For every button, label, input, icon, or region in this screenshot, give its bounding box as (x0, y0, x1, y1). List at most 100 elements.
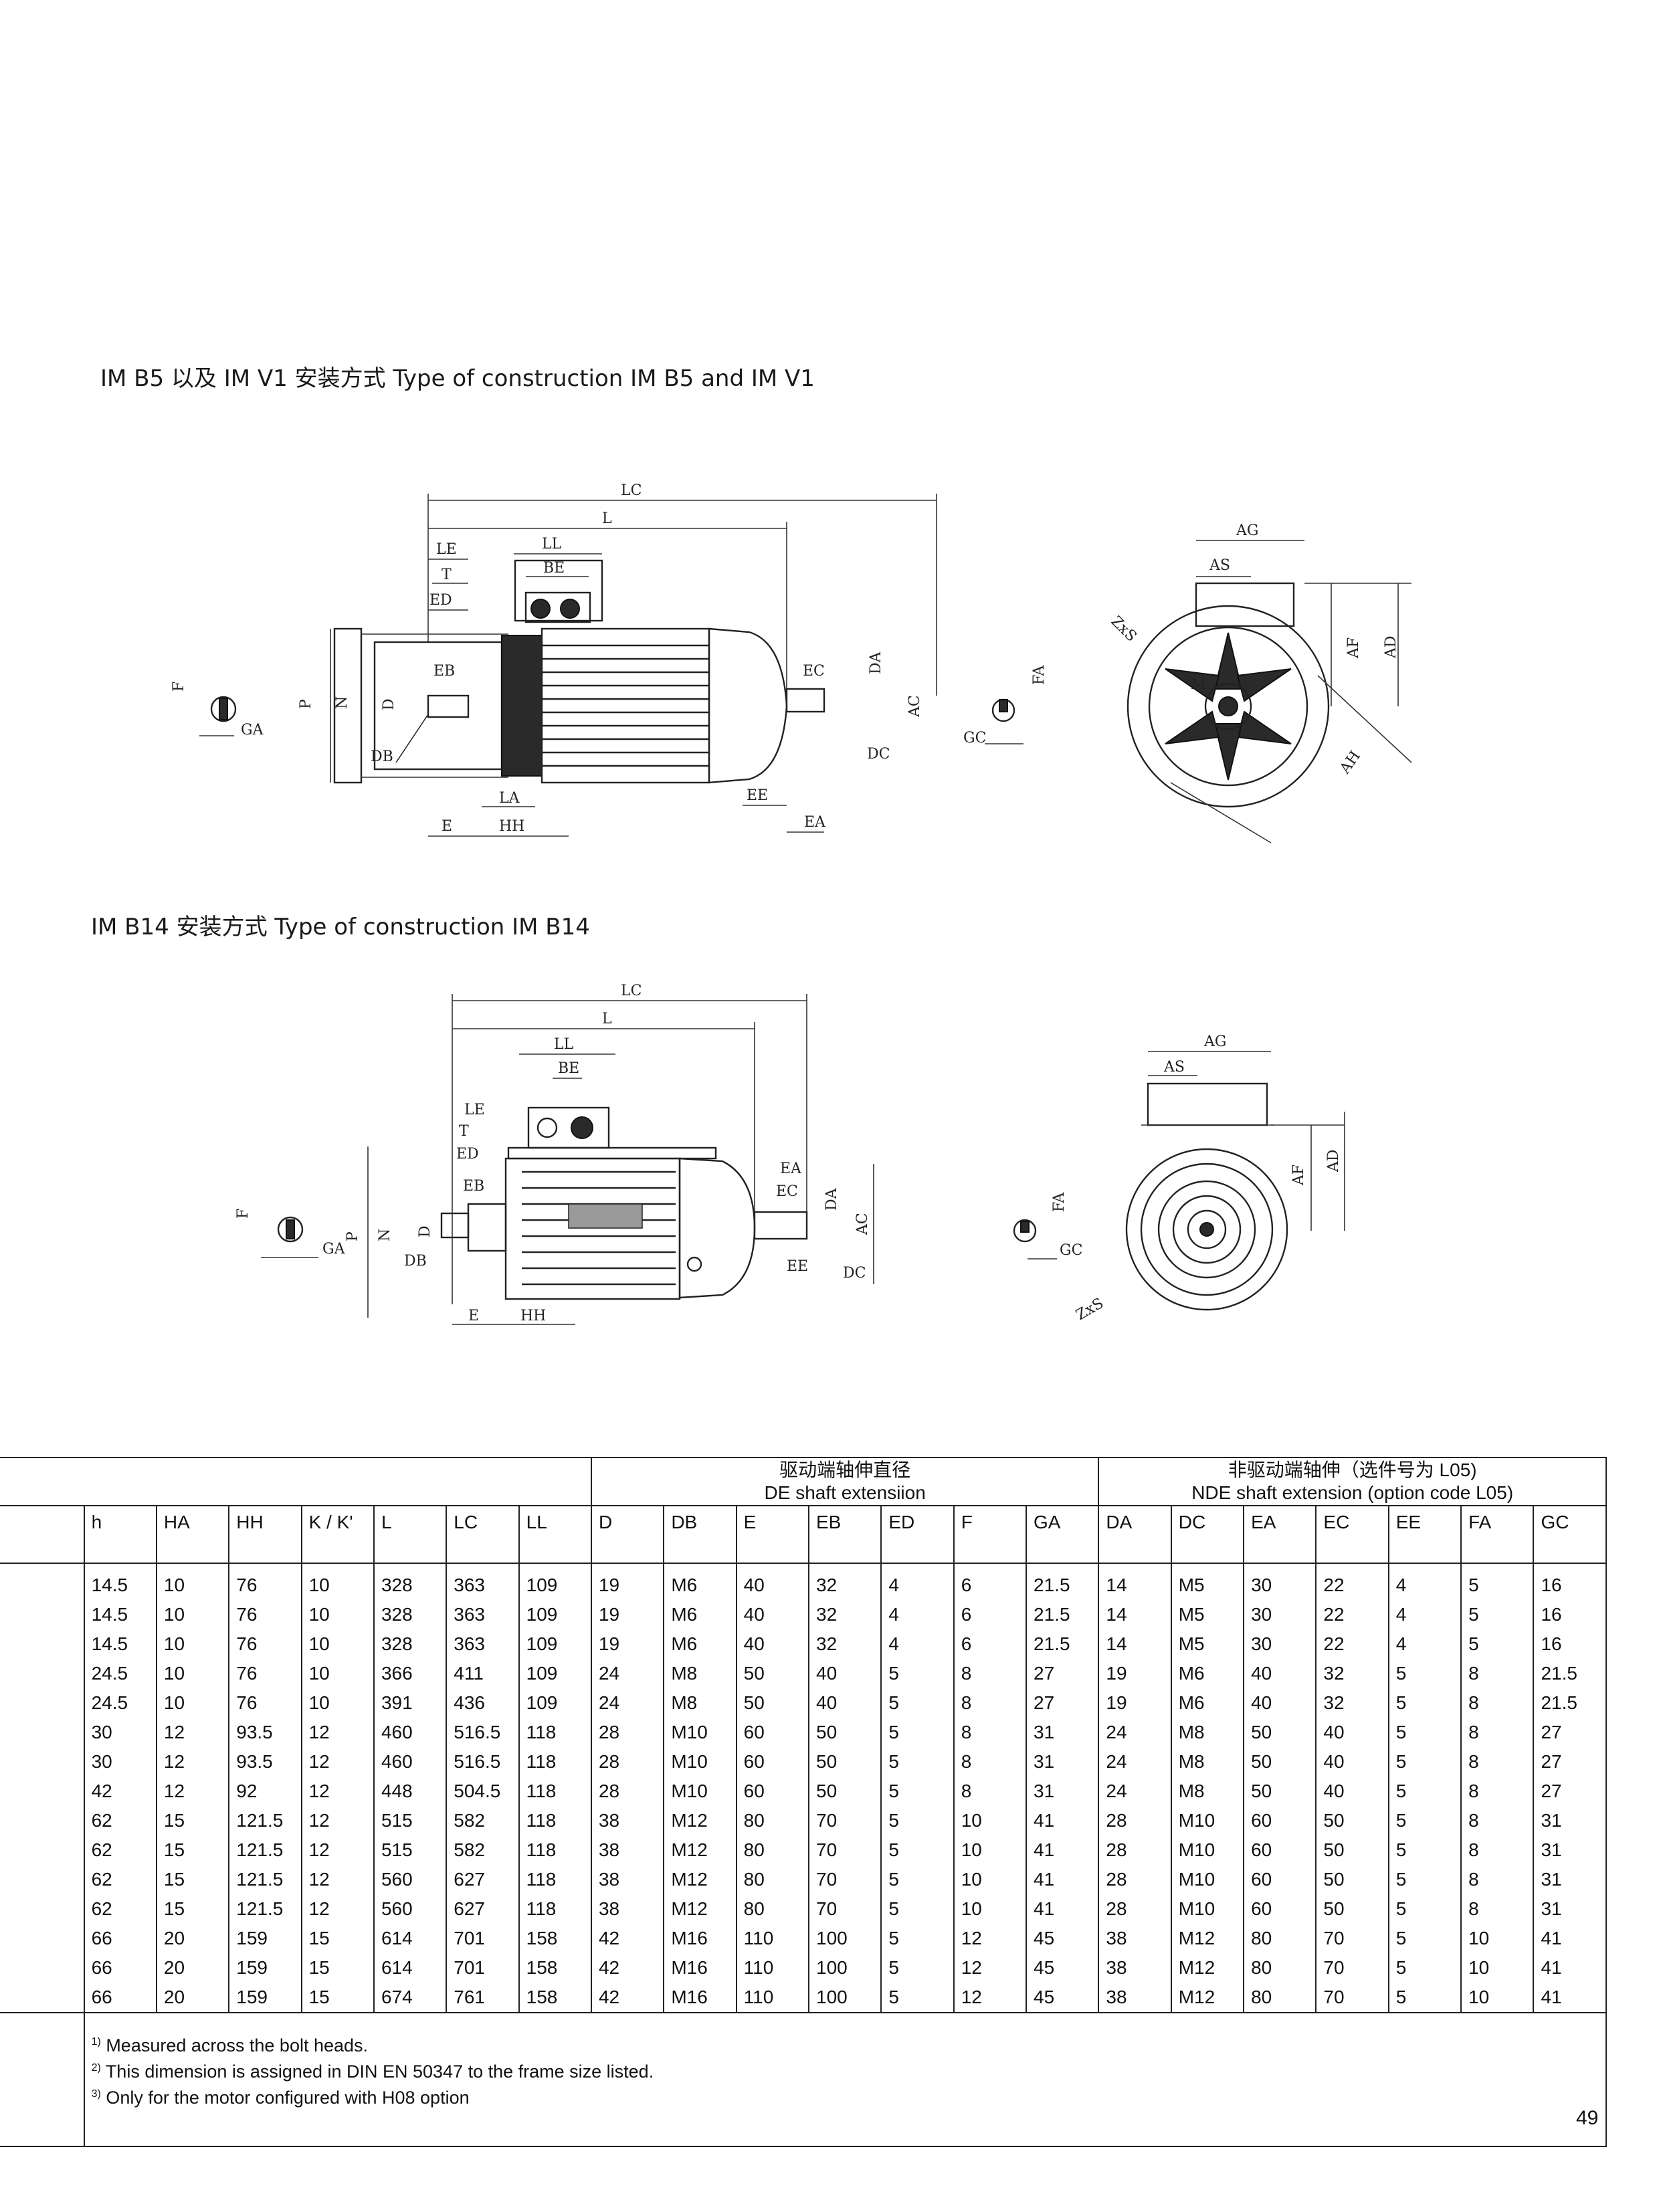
table-cell: 8 (953, 1718, 1027, 1747)
table-cell: 80 (1243, 1983, 1316, 2013)
table-cell: 60 (735, 1747, 809, 1777)
b5-label-hh: HH (499, 818, 524, 835)
b5-label-ec: EC (803, 663, 825, 680)
table-cell: 31 (1533, 1806, 1607, 1835)
table-cell: 28 (590, 1747, 664, 1777)
table-cell: 5 (880, 1659, 954, 1688)
table-cell: 10 (953, 1865, 1027, 1894)
table-cell: 516.5 (446, 1718, 519, 1747)
table-cell: 110 (735, 1924, 809, 1953)
table-cell: 10 (155, 1600, 229, 1629)
b5-label-be: BE (543, 560, 565, 577)
table-cell: 10 (300, 1571, 374, 1600)
table-cell: 93.5 (228, 1747, 302, 1777)
b14-label-be: BE (558, 1060, 579, 1077)
table-cell: 16 (1533, 1571, 1607, 1600)
b5-label-ad: AD (1383, 635, 1399, 659)
table-cell: 60 (1243, 1865, 1316, 1894)
table-cell: 5 (1460, 1571, 1534, 1600)
table-cell: 27 (1026, 1688, 1099, 1718)
table-cell: 5 (1387, 1953, 1462, 1983)
table-cell: 391 (373, 1688, 447, 1718)
table-cell: 21.5 (1533, 1659, 1607, 1688)
b5-label-lc: LC (621, 482, 642, 499)
table-cell: 363 (446, 1629, 519, 1659)
table-cell: 24 (1098, 1777, 1171, 1806)
table-cell: 14.5 (83, 1600, 157, 1629)
table-cell: 363 (446, 1571, 519, 1600)
table-cell: 50 (807, 1747, 882, 1777)
table-cell: 159 (228, 1983, 302, 2013)
column-header: FA (1460, 1505, 1534, 1563)
table-cell: 8 (953, 1688, 1027, 1718)
table-cell: 19 (590, 1600, 664, 1629)
table-cell: 4 (880, 1571, 954, 1600)
b14-label-lc: LC (621, 983, 642, 999)
table-cell: 15 (155, 1865, 229, 1894)
column-header: DC (1170, 1505, 1244, 1563)
b5-label-e: E (442, 818, 452, 835)
table-cell: 12 (300, 1806, 374, 1835)
b14-label-af: AF (1290, 1165, 1307, 1186)
table-cell: 45 (1026, 1953, 1099, 1983)
table-cell: 159 (228, 1924, 302, 1953)
footnote-text: Only for the motor configured with H08 o… (106, 2088, 470, 2108)
column-header: L (373, 1505, 447, 1563)
column-header: GC (1533, 1505, 1607, 1563)
table-cell: 5 (1387, 1747, 1462, 1777)
b5-label-da: DA (868, 651, 884, 674)
table-cell: 41 (1026, 1835, 1099, 1865)
b5-label-f: F (171, 682, 187, 692)
table-cell: 32 (1315, 1659, 1389, 1688)
table-cell: 50 (1243, 1718, 1316, 1747)
table-cell: 38 (1098, 1983, 1171, 2013)
b14-label-eb: EB (463, 1178, 484, 1195)
b5-label-db: DB (371, 748, 393, 765)
table-cell: 8 (1460, 1659, 1534, 1688)
table-cell: 24 (590, 1659, 664, 1688)
table-cell: 80 (1243, 1924, 1316, 1953)
table-cell: 27 (1533, 1747, 1607, 1777)
table-cell: 12 (300, 1747, 374, 1777)
table-cell: 38 (590, 1865, 664, 1894)
table-cell: 12 (300, 1777, 374, 1806)
table-cell: 4 (1387, 1629, 1462, 1659)
table-cell: 40 (735, 1571, 809, 1600)
table-cell: 60 (1243, 1894, 1316, 1924)
table-cell: 12 (155, 1747, 229, 1777)
table-cell: 50 (1315, 1835, 1389, 1865)
table-cell: 100 (807, 1953, 882, 1983)
table-cell: 5 (1387, 1894, 1462, 1924)
table-cell: 627 (446, 1894, 519, 1924)
table-cell: 62 (83, 1835, 157, 1865)
table-cell: 5 (880, 1953, 954, 1983)
table-cell: 70 (807, 1865, 882, 1894)
table-cell: 80 (735, 1835, 809, 1865)
table-cell: 31 (1533, 1835, 1607, 1865)
table-cell: M12 (663, 1894, 737, 1924)
table-cell: 28 (590, 1777, 664, 1806)
b14-label-db: DB (404, 1253, 427, 1270)
table-cell: 60 (1243, 1835, 1316, 1865)
footnote-mark: 1) (91, 2036, 101, 2047)
table-cell: 24.5 (83, 1688, 157, 1718)
table-cell: 5 (1387, 1777, 1462, 1806)
table-cell: M6 (663, 1571, 737, 1600)
table-cell: 10 (953, 1835, 1027, 1865)
table-cell: 10 (1460, 1953, 1534, 1983)
table-cell: 50 (1315, 1806, 1389, 1835)
table-cell: 31 (1026, 1718, 1099, 1747)
column-header: HH (228, 1505, 302, 1563)
column-header: E (735, 1505, 809, 1563)
table-cell: 10 (300, 1629, 374, 1659)
table-cell: M8 (663, 1688, 737, 1718)
table-cell: 5 (880, 1924, 954, 1953)
b5-label-zxs: ZxS (1108, 613, 1140, 645)
table-cell: 109 (518, 1688, 591, 1718)
b14-label-ac: AC (854, 1213, 871, 1235)
table-cell: 76 (228, 1659, 302, 1688)
b5-label-l: L (602, 510, 612, 527)
table-cell: 328 (373, 1571, 447, 1600)
